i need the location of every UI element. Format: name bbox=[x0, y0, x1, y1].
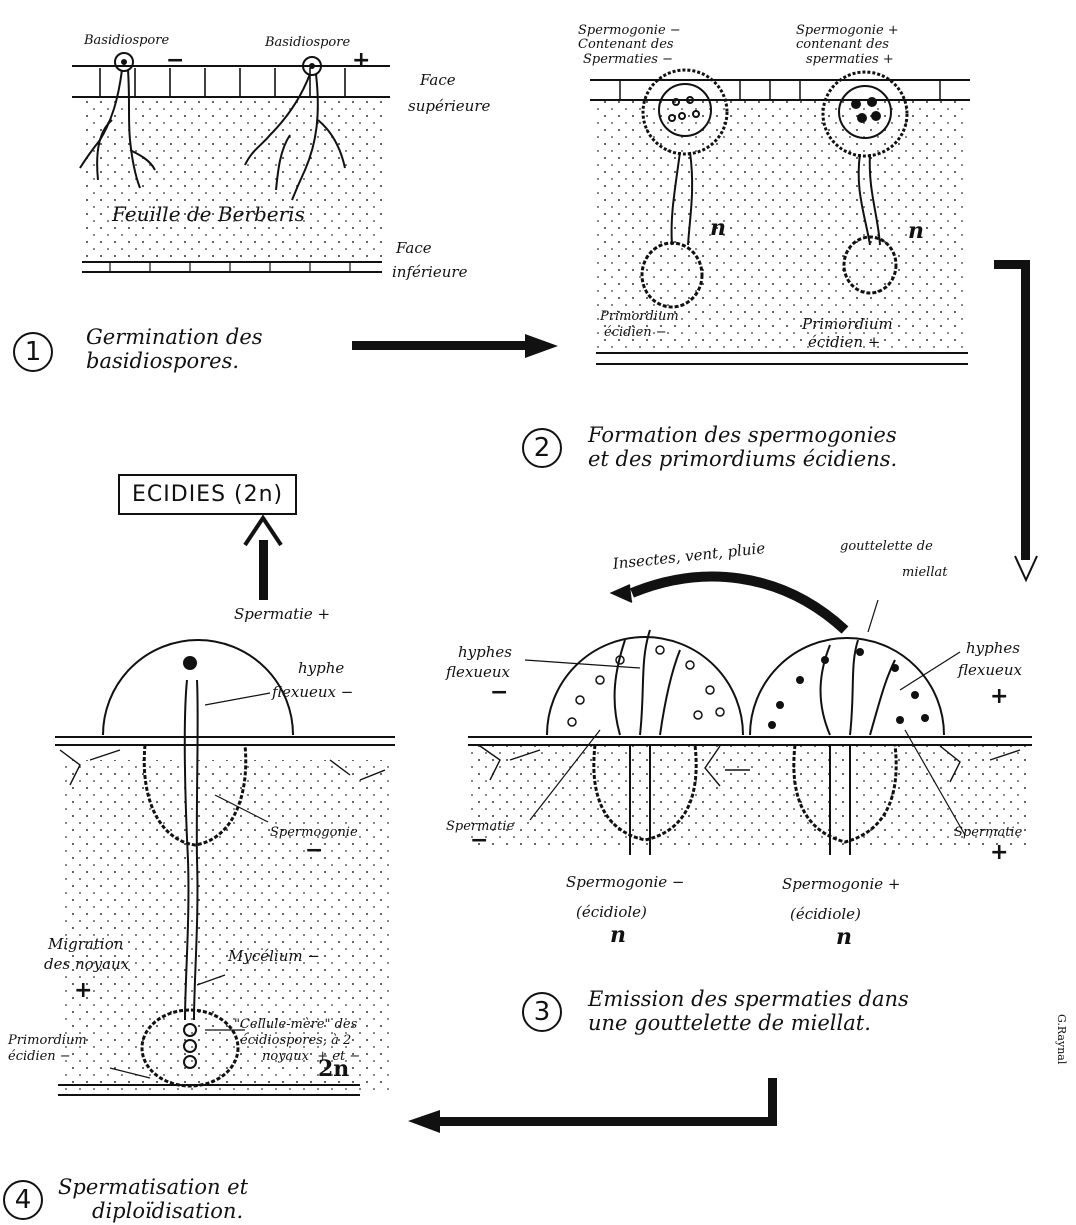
basidiospore-right-sign: + bbox=[352, 50, 370, 72]
spermogonie-plus-label: Spermogonie + bbox=[782, 876, 900, 892]
haploid-n-right: n bbox=[908, 218, 924, 244]
diploid-2n-label: 2n bbox=[318, 1056, 349, 1082]
ecidiole-minus-label: (écidiole) bbox=[576, 904, 647, 920]
hyphe-label-1: hyphe bbox=[298, 660, 344, 676]
panel-4-caption-line-1: Spermatisation et bbox=[58, 1176, 248, 1198]
spermogonie-sign: − bbox=[305, 840, 323, 862]
spermatie-right-sign: + bbox=[990, 842, 1008, 864]
spermogonie-minus-label-3: Spermaties − bbox=[583, 53, 673, 66]
spermatie-left-sign: − bbox=[470, 830, 488, 852]
spermatie-plus-label: Spermatie + bbox=[234, 606, 330, 622]
panel-3-caption-line-1: Emission des spermaties dans bbox=[588, 988, 909, 1010]
panel-1-caption-line-1: Germination des bbox=[86, 326, 263, 348]
panel-3-caption-line-2: une gouttelette de miellat. bbox=[588, 1012, 871, 1034]
droplet-label-1: gouttelette de bbox=[840, 540, 933, 553]
arrow-2-to-3 bbox=[994, 260, 1037, 580]
hyphes-right-sign: + bbox=[990, 686, 1008, 708]
spermogonie-plus-label-2: contenant des bbox=[796, 38, 889, 51]
spermogonie-minus-label-2: Contenant des bbox=[578, 38, 674, 51]
arrow-3-to-4 bbox=[408, 1078, 777, 1133]
face-inferieure-label-1: Face bbox=[396, 240, 432, 256]
arrow-1-to-2 bbox=[352, 334, 558, 358]
basidiospore-left-label: Basidiospore bbox=[84, 34, 169, 47]
panel-2-caption-line-2: et des primordiums écidiens. bbox=[588, 448, 897, 470]
spermogonie-minus-label: Spermogonie − bbox=[566, 874, 684, 890]
haploid-n-minus: n bbox=[610, 922, 626, 948]
haploid-n-left: n bbox=[710, 215, 726, 241]
hyphe-label-2: flexueux − bbox=[272, 684, 353, 700]
spermogonie-minus-label-1: Spermogonie − bbox=[578, 24, 681, 37]
primordium-label-2: écidien − bbox=[8, 1050, 71, 1063]
face-inferieure-label-2: inférieure bbox=[392, 264, 467, 280]
primordium-minus-label-1: Primordium bbox=[600, 310, 679, 323]
face-superieure-label-1: Face bbox=[420, 72, 456, 88]
panel-2-number: 2 bbox=[522, 428, 562, 468]
cellule-mere-label-1: "Cellule-mère" des bbox=[234, 1018, 357, 1031]
mycelium-label: Mycélium − bbox=[228, 948, 320, 964]
panel-2-caption-line-1: Formation des spermogonies bbox=[588, 424, 897, 446]
panel-4-drawing bbox=[55, 518, 395, 1095]
haploid-n-plus: n bbox=[836, 924, 852, 950]
hyphes-right-label-2: flexueux bbox=[958, 662, 1022, 678]
migration-label-1: Migration bbox=[48, 936, 123, 952]
artist-signature: G.Raynal bbox=[1055, 1014, 1068, 1064]
face-superieure-label-2: supérieure bbox=[408, 98, 490, 114]
hyphes-left-sign: − bbox=[490, 682, 508, 704]
hyphes-left-label-2: flexueux bbox=[446, 664, 510, 680]
leaf-label: Feuille de Berberis bbox=[112, 204, 305, 225]
panel-1-drawing bbox=[72, 53, 390, 272]
spermogonie-plus-label-1: Spermogonie + bbox=[796, 24, 899, 37]
panel-1-number: 1 bbox=[13, 332, 53, 372]
hyphes-right-label-1: hyphes bbox=[966, 640, 1020, 656]
ecidies-box: ECIDIES (2n) bbox=[118, 474, 297, 515]
hyphes-left-label-1: hyphes bbox=[458, 644, 512, 660]
primordium-plus-label-1: Primordium bbox=[802, 316, 893, 332]
primordium-label-1: Primordium bbox=[8, 1034, 87, 1047]
basidiospore-left-sign: − bbox=[166, 50, 184, 72]
basidiospore-right-label: Basidiospore bbox=[265, 36, 350, 49]
droplet-label-2: miellat bbox=[902, 566, 947, 579]
panel-4-number: 4 bbox=[3, 1180, 43, 1220]
primordium-minus-label-2: écidien − bbox=[604, 326, 667, 339]
ecidiole-plus-label: (écidiole) bbox=[790, 906, 861, 922]
panel-4-caption-line-2: diploïdisation. bbox=[92, 1200, 243, 1222]
panel-3-number: 3 bbox=[522, 992, 562, 1032]
spermatie-right-label: Spermatie bbox=[954, 826, 1022, 839]
migration-sign: + bbox=[74, 980, 92, 1002]
migration-label-2: des noyaux bbox=[44, 956, 129, 972]
spermogonie-plus-label-3: spermaties + bbox=[806, 53, 894, 66]
panel-3-drawing bbox=[468, 577, 1032, 855]
primordium-plus-label-2: écidien + bbox=[808, 334, 880, 350]
cellule-mere-label-2: écidiospores, à 2 bbox=[240, 1034, 351, 1047]
panel-1-caption-line-2: basidiospores. bbox=[86, 350, 239, 372]
